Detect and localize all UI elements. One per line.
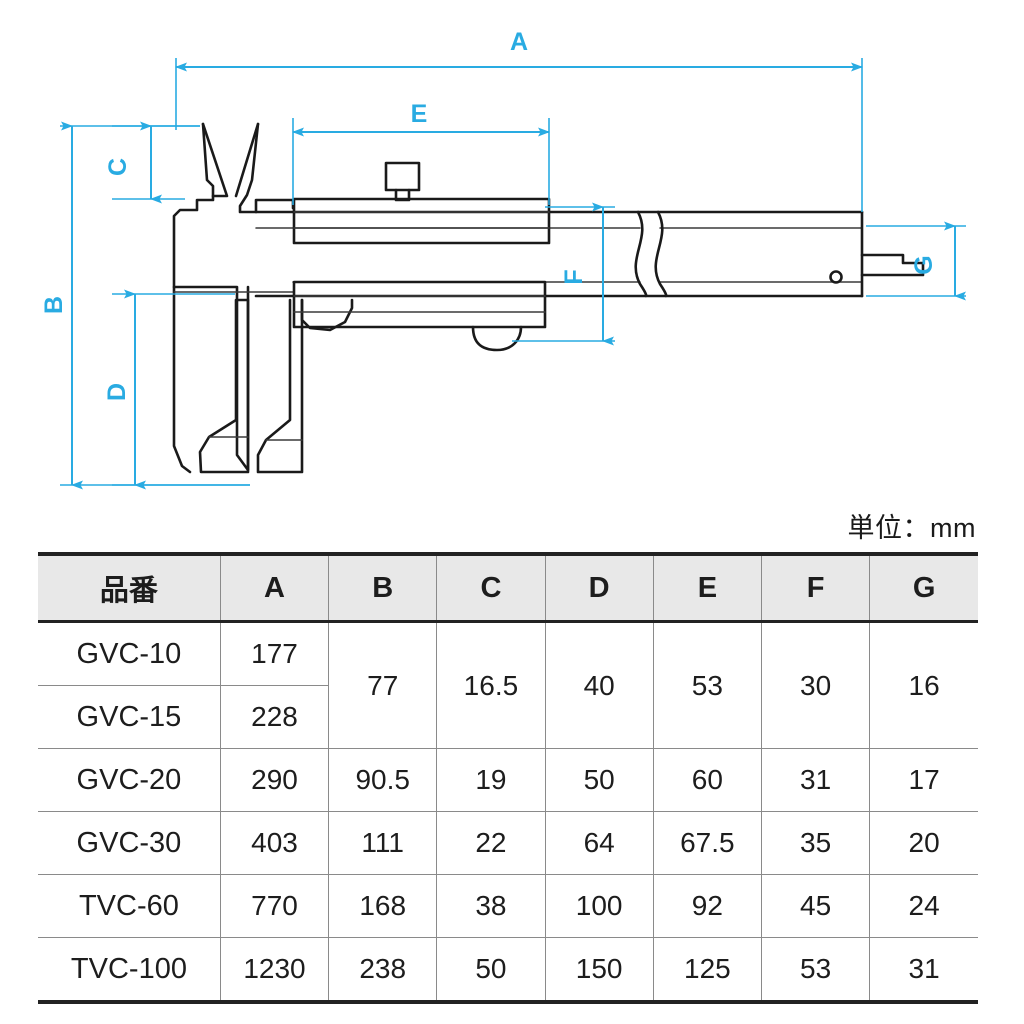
cell-model: GVC-15 <box>38 685 221 749</box>
cell-b: 90.5 <box>328 748 438 812</box>
cell-c: 22 <box>436 811 546 875</box>
cell-f: 53 <box>760 937 871 1004</box>
dimension-A: A <box>175 28 863 212</box>
table-header-row: 品番 A B C D E F G <box>38 552 978 623</box>
spec-table: 品番 A B C D E F G GVC-10 177 77 16.5 40 <box>38 552 978 1004</box>
cell-c: 38 <box>436 874 546 938</box>
cell-b: 111 <box>328 811 438 875</box>
cell-model: GVC-30 <box>38 811 221 875</box>
column-header-c: C <box>436 552 546 623</box>
dimension-G: G <box>866 221 966 301</box>
table-row: GVC-10 177 77 16.5 40 53 30 16 <box>38 621 978 749</box>
dimension-label-A: A <box>510 28 528 56</box>
cell-g: 17 <box>869 748 978 812</box>
table-row: GVC-30 403 111 22 64 67.5 35 20 <box>38 811 978 875</box>
caliper-body <box>172 122 925 474</box>
cell-f-merged: 30 <box>760 621 871 749</box>
cell-model: TVC-100 <box>38 937 221 1004</box>
table-row: GVC-20 290 90.5 19 50 60 31 17 <box>38 748 978 812</box>
cell-c-merged: 16.5 <box>436 621 546 749</box>
cell-model: GVC-20 <box>38 748 221 812</box>
cell-f: 45 <box>760 874 871 938</box>
cell-g-merged: 16 <box>869 621 978 749</box>
column-header-f: F <box>760 552 871 623</box>
cell-a: 1230 <box>219 937 330 1004</box>
cell-e: 67.5 <box>652 811 762 875</box>
cell-a: 290 <box>219 748 330 812</box>
table-row: TVC-100 1230 238 50 150 125 53 31 <box>38 937 978 1004</box>
cell-b: 238 <box>328 937 438 1004</box>
dimension-D: D <box>103 289 250 490</box>
cell-g: 24 <box>869 874 978 938</box>
dimension-label-F: F <box>560 269 588 284</box>
column-header-b: B <box>328 552 438 623</box>
cell-model: TVC-60 <box>38 874 221 938</box>
column-header-a: A <box>219 552 330 623</box>
column-header-d: D <box>544 552 654 623</box>
cell-d: 64 <box>544 811 654 875</box>
cell-model: GVC-10 <box>38 621 221 686</box>
dimension-label-G: G <box>910 255 938 274</box>
cell-b: 168 <box>328 874 438 938</box>
dimension-label-C: C <box>104 158 132 176</box>
cell-d: 50 <box>544 748 654 812</box>
cell-e-merged: 53 <box>652 621 762 749</box>
caliper-technical-drawing: .ln{fill:none;stroke:#1a1a1a;stroke-widt… <box>0 0 1024 500</box>
cell-f: 35 <box>760 811 871 875</box>
cell-e: 92 <box>652 874 762 938</box>
cell-c: 19 <box>436 748 546 812</box>
column-header-g: G <box>869 552 978 623</box>
cell-a: 770 <box>219 874 330 938</box>
cell-e: 125 <box>652 937 762 1004</box>
dimension-F: F <box>512 202 615 346</box>
cell-g: 20 <box>869 811 978 875</box>
column-header-model: 品番 <box>38 552 221 623</box>
cell-a: 177 <box>219 621 330 686</box>
cell-a: 228 <box>219 685 329 749</box>
cell-g: 31 <box>869 937 978 1004</box>
cell-a: 403 <box>219 811 330 875</box>
cell-f: 31 <box>760 748 871 812</box>
unit-note: 単位：mm <box>847 513 976 543</box>
cell-e: 60 <box>652 748 762 812</box>
cell-b-merged: 77 <box>328 621 438 749</box>
dimension-label-D: D <box>103 383 131 401</box>
cell-c: 50 <box>436 937 546 1004</box>
dimension-E: E <box>292 100 550 205</box>
cell-d: 100 <box>544 874 654 938</box>
table-row: TVC-60 770 168 38 100 92 45 24 <box>38 874 978 938</box>
cell-d: 150 <box>544 937 654 1004</box>
column-header-e: E <box>652 552 762 623</box>
cell-d-merged: 40 <box>544 621 654 749</box>
dimension-label-B: B <box>40 296 68 314</box>
dimension-label-E: E <box>411 100 428 128</box>
dimension-C: C <box>104 121 200 204</box>
spec-table-container: 品番 A B C D E F G GVC-10 177 77 16.5 40 <box>38 552 978 1004</box>
table-row: GVC-15 228 <box>38 685 978 749</box>
